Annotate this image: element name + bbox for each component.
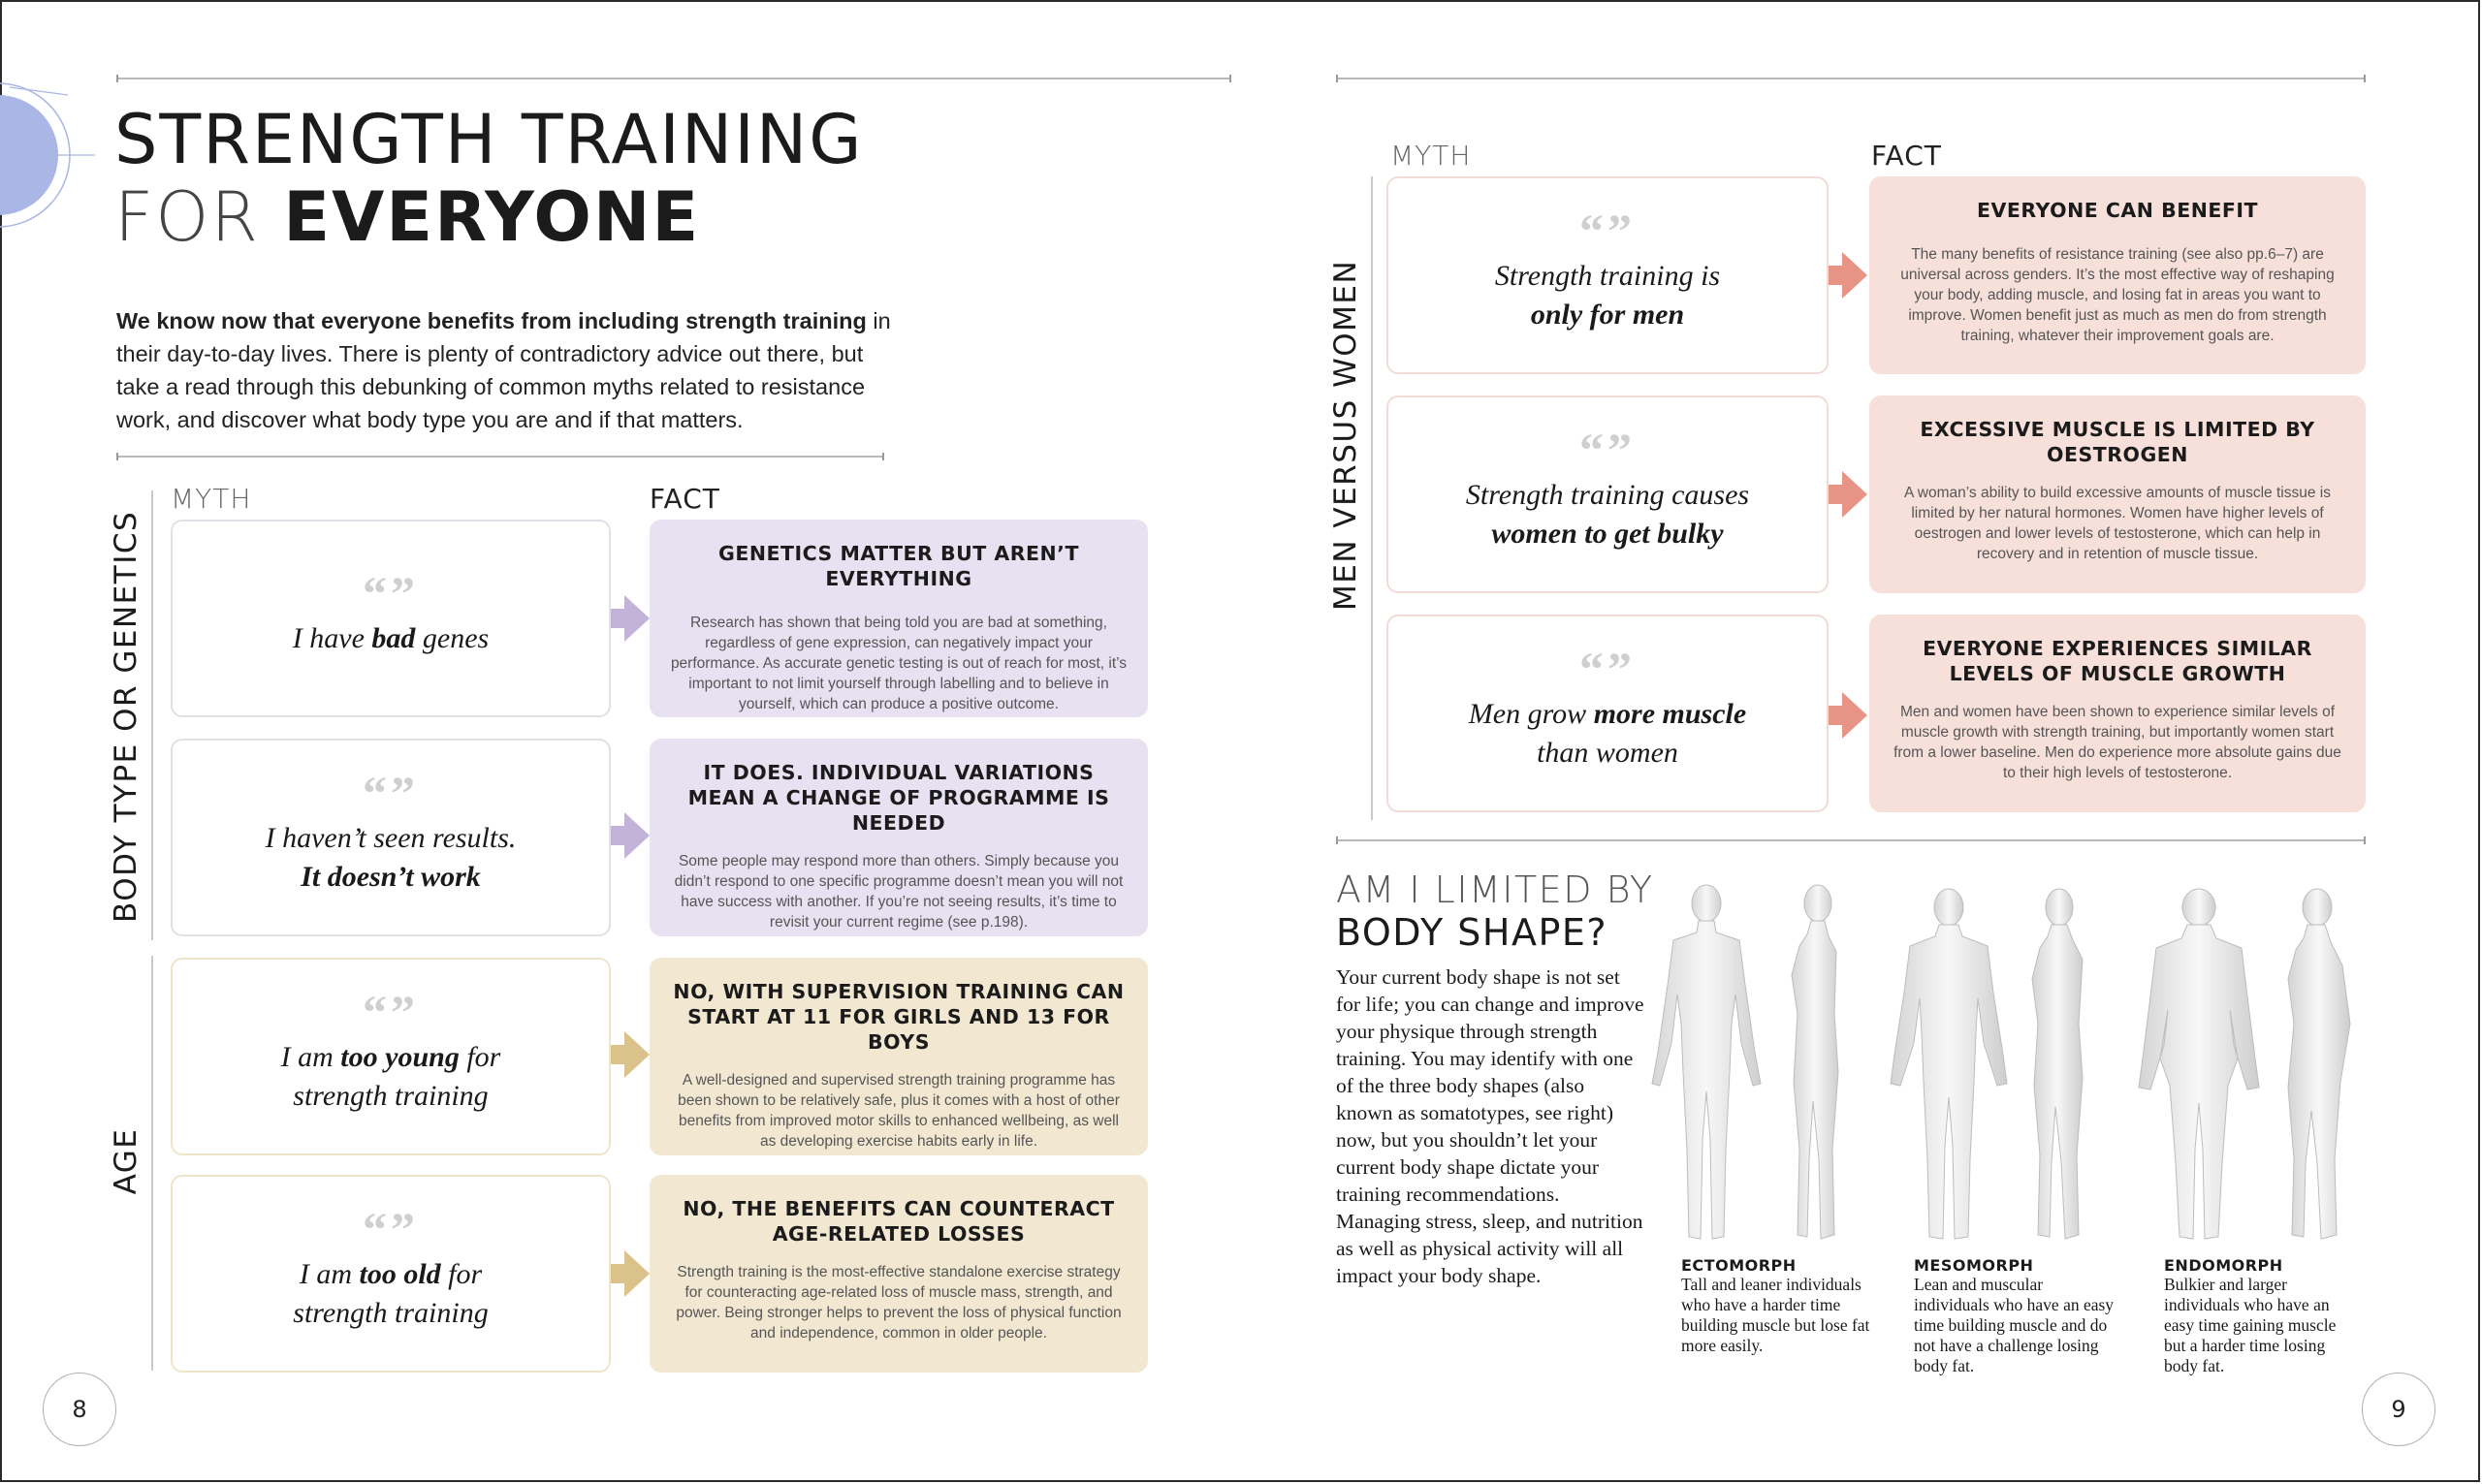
body-shape-rule [1336, 837, 2366, 844]
quote-icon: “” [363, 766, 419, 820]
body-shape-paragraph: Your current body shape is not set for l… [1336, 965, 1644, 1287]
group-rule-men-women [1371, 176, 1373, 820]
group-rule-body [151, 490, 153, 940]
group-label-men-versus-women: MEN VERSUS WOMEN [1328, 259, 1363, 611]
arrow-right-icon [611, 812, 650, 859]
fact-body: Strength training is the most-effective … [676, 1264, 1122, 1342]
group-label-age: AGE [109, 1127, 143, 1195]
fact-body: Men and women have been shown to experie… [1893, 704, 2341, 781]
quote-icon: “” [1579, 423, 1636, 477]
intro-rest: in their day-to-day lives. There is plen… [116, 308, 891, 432]
arrow-right-icon [1829, 692, 1867, 739]
type-desc: Tall and leaner individuals who have a h… [1681, 1275, 1870, 1355]
page-number-left: 8 [43, 1373, 116, 1446]
type-name: MESOMORPH [1914, 1256, 2034, 1275]
fact-title: IT DOES. INDIVIDUAL VARIATIONS MEAN A CH… [687, 761, 1110, 835]
quote-icon: “” [363, 566, 419, 620]
fact-card-variations: IT DOES. INDIVIDUAL VARIATIONS MEAN A CH… [650, 739, 1148, 936]
fact-card-supervision: NO, WITH SUPERVISION TRAINING CAN START … [650, 958, 1148, 1155]
right-myth-header: MYTH [1390, 140, 1472, 172]
fact-title: NO, WITH SUPERVISION TRAINING CAN START … [673, 980, 1125, 1054]
page-title-everyone: EVERYONE [283, 177, 701, 257]
arrow-right-icon [1829, 252, 1867, 299]
page-title-line2: FOR EVERYONE [114, 178, 700, 256]
type-ectomorph: ECTOMORPH Tall and leaner individuals wh… [1681, 1256, 1875, 1356]
right-fact-header: FACT [1871, 140, 1942, 172]
fact-body: A well-designed and supervised strength … [678, 1072, 1120, 1150]
fact-card-oestrogen: EXCESSIVE MUSCLE IS LIMITED BY OESTROGEN… [1869, 395, 2366, 593]
fact-body: The many benefits of resistance training… [1900, 246, 2335, 344]
body-shape-title-line1: AM I LIMITED BY [1336, 868, 1654, 911]
page-number-right: 9 [2362, 1373, 2435, 1446]
intro-bold: We know now that everyone benefits from … [116, 308, 867, 333]
myth-card-no-results: “” I haven’t seen results.It doesn’t wor… [171, 739, 611, 936]
quote-icon: “” [1579, 642, 1636, 696]
type-name: ECTOMORPH [1681, 1256, 1797, 1275]
intro-paragraph: We know now that everyone benefits from … [116, 304, 892, 436]
arrow-right-icon [611, 1031, 650, 1078]
fact-title: NO, THE BENEFITS CAN COUNTERACT AGE-RELA… [683, 1197, 1115, 1246]
myth-text: I have bad genes [292, 622, 490, 654]
arrow-right-icon [611, 595, 650, 642]
arrow-right-icon [611, 1250, 650, 1297]
left-fact-header: FACT [650, 483, 720, 515]
quote-icon: “” [363, 985, 419, 1039]
top-rule-left [116, 75, 1231, 82]
group-label-body-type: BODY TYPE OR GENETICS [109, 510, 143, 923]
type-endomorph: ENDOMORPH Bulkier and larger individuals… [2164, 1256, 2358, 1376]
fact-body: Research has shown that being told you a… [670, 615, 1128, 712]
fact-title: EVERYONE EXPERIENCES SIMILAR LEVELS OF M… [1923, 637, 2312, 685]
fact-card-similar-growth: EVERYONE EXPERIENCES SIMILAR LEVELS OF M… [1869, 615, 2366, 812]
endomorph-figures [2138, 888, 2351, 1240]
fact-body: Some people may respond more than others… [674, 853, 1124, 931]
page-title-for: FOR [114, 177, 260, 257]
arrow-right-icon [1829, 471, 1867, 518]
fact-card-genetics: GENETICS MATTER BUT AREN’T EVERYTHING Re… [650, 520, 1148, 717]
page-title-line1: STRENGTH TRAINING [114, 100, 864, 179]
myth-card-bad-genes: “” I have bad genes [171, 520, 611, 717]
top-rule-right [1336, 75, 2366, 82]
fact-title: GENETICS MATTER BUT AREN’T EVERYTHING [718, 542, 1079, 590]
intro-rule [116, 453, 884, 460]
fact-card-everyone-benefit: EVERYONE CAN BENEFIT The many benefits o… [1869, 176, 2366, 374]
ectomorph-figures [1651, 884, 1839, 1240]
type-name: ENDOMORPH [2164, 1256, 2283, 1275]
type-desc: Lean and muscular individuals who have a… [1914, 1275, 2115, 1375]
type-mesomorph: MESOMORPH Lean and muscular individuals … [1914, 1256, 2117, 1376]
quote-icon: “” [1579, 204, 1636, 258]
fact-title: EVERYONE CAN BENEFIT [1977, 199, 2258, 222]
fact-card-age-losses: NO, THE BENEFITS CAN COUNTERACT AGE-RELA… [650, 1175, 1148, 1373]
myth-text: I haven’t seen results.It doesn’t work [265, 822, 517, 893]
quote-icon: “” [363, 1202, 419, 1256]
fact-title: EXCESSIVE MUSCLE IS LIMITED BY OESTROGEN [1920, 418, 2315, 466]
body-shape-title-line2: BODY SHAPE? [1336, 911, 1608, 954]
left-myth-header: MYTH [171, 483, 252, 515]
group-rule-age [151, 956, 153, 1371]
mesomorph-figures [1890, 888, 2084, 1240]
type-desc: Bulkier and larger individuals who have … [2164, 1275, 2337, 1375]
fact-body: A woman’s ability to build excessive amo… [1904, 485, 2331, 562]
target-circle-icon [0, 82, 95, 228]
